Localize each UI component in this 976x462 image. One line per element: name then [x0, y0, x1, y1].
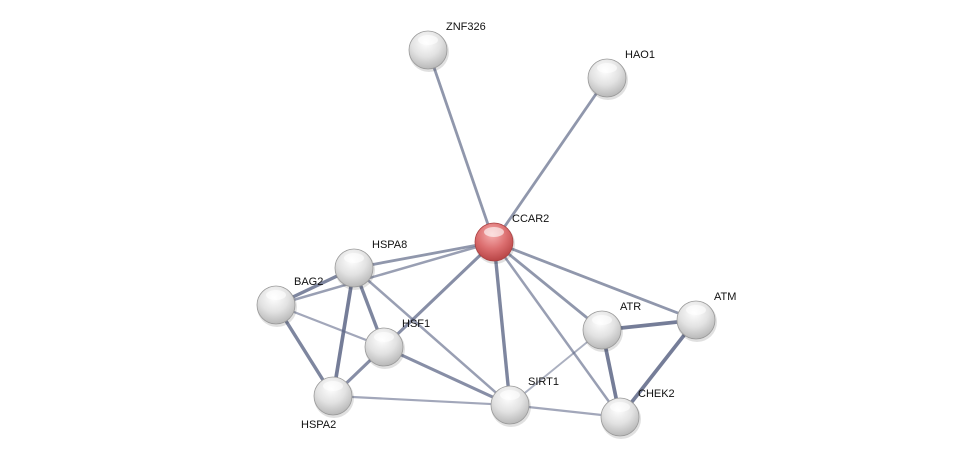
node-highlight — [418, 35, 438, 45]
node-highlight — [597, 63, 617, 73]
edge-hspa2-sirt1[interactable] — [332, 394, 511, 407]
edge-ccar2-atr[interactable] — [493, 240, 603, 332]
edge-ccar2-atm[interactable] — [493, 240, 697, 322]
node-hsf1[interactable]: HSF1 — [364, 318, 430, 369]
edge-ccar2-chek2[interactable] — [492, 241, 622, 418]
edge-ccar2-hspa8[interactable] — [353, 240, 495, 270]
node-hao1[interactable]: HAO1 — [587, 49, 655, 100]
edge-znf326-ccar2[interactable] — [426, 49, 496, 243]
node-highlight — [323, 381, 343, 391]
node-highlight — [610, 402, 630, 412]
node-label: SIRT1 — [528, 376, 559, 388]
node-label: HSPA8 — [372, 239, 407, 251]
edge-sirt1-atr[interactable] — [509, 329, 603, 406]
node-label: BAG2 — [294, 276, 323, 288]
node-hspa8[interactable]: HSPA8 — [334, 239, 407, 290]
edge-hsf1-sirt1[interactable] — [383, 345, 511, 407]
node-label: ATR — [620, 301, 641, 313]
node-label: HSPA2 — [301, 419, 336, 431]
node-label: CCAR2 — [512, 213, 549, 225]
node-highlight — [500, 390, 520, 400]
node-highlight — [266, 290, 286, 300]
edge-ccar2-bag2[interactable] — [275, 240, 495, 307]
node-label: ZNF326 — [446, 21, 486, 33]
node-atr[interactable]: ATR — [582, 301, 641, 352]
node-sirt1[interactable]: SIRT1 — [490, 376, 559, 427]
edge-ccar2-sirt1[interactable] — [492, 241, 512, 406]
edge-hspa8-sirt1[interactable] — [353, 267, 511, 406]
node-label: ATM — [714, 291, 736, 303]
node-bag2[interactable]: BAG2 — [256, 276, 323, 327]
node-hspa2[interactable]: HSPA2 — [301, 376, 354, 431]
node-chek2[interactable]: CHEK2 — [600, 388, 675, 439]
node-znf326[interactable]: ZNF326 — [408, 21, 486, 72]
node-highlight — [686, 305, 706, 315]
node-label: HAO1 — [625, 49, 655, 61]
node-highlight — [484, 227, 504, 237]
edge-hao1-ccar2[interactable] — [492, 77, 609, 243]
node-highlight — [592, 315, 612, 325]
node-label: CHEK2 — [638, 388, 675, 400]
node-highlight — [344, 253, 364, 263]
node-atm[interactable]: ATM — [676, 291, 736, 342]
node-ccar2[interactable]: CCAR2 — [474, 213, 549, 264]
node-highlight — [374, 332, 394, 342]
node-label: HSF1 — [402, 318, 430, 330]
edge-atm-chek2[interactable] — [618, 318, 698, 419]
edge-ccar2-hsf1[interactable] — [382, 240, 496, 349]
